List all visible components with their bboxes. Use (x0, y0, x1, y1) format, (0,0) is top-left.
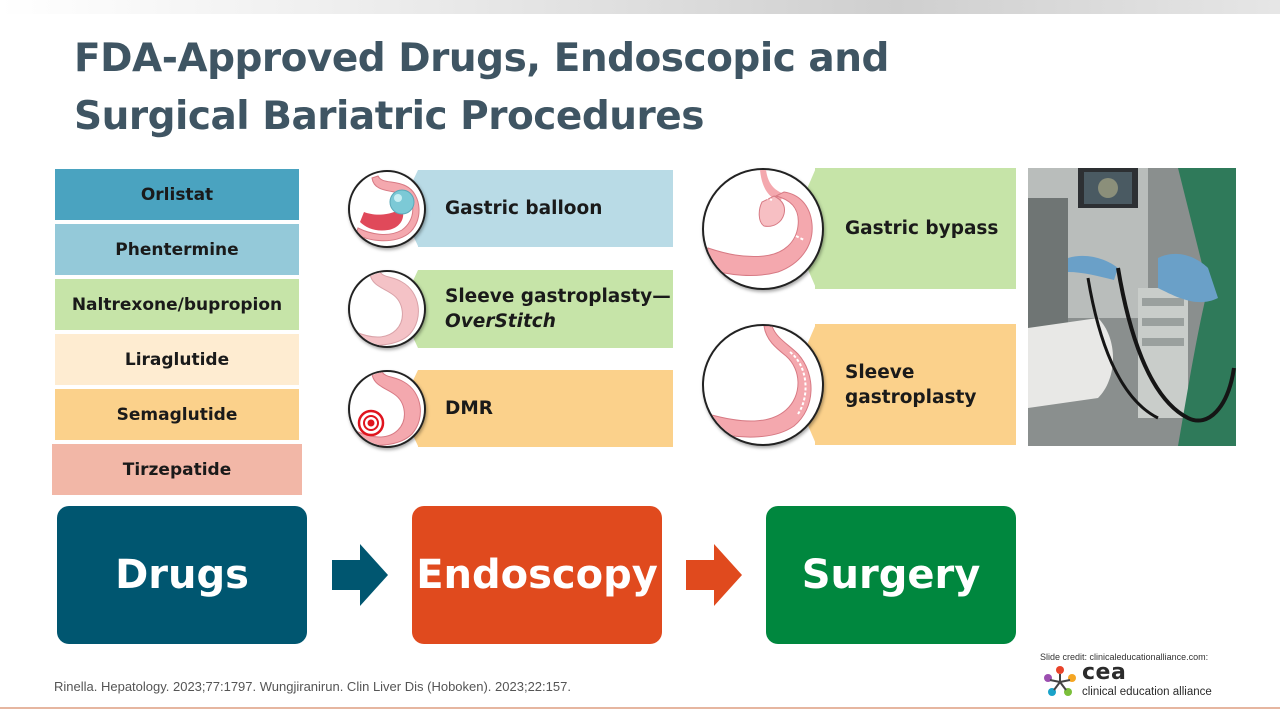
procedure-label: Sleeve gastroplasty (845, 361, 977, 408)
procedure-box: Sleeve gastroplasty— OverStitch (418, 270, 673, 348)
flow-arrow-right-icon (686, 544, 742, 606)
flow-step-surgery: Surgery (766, 506, 1016, 644)
cea-logo: cea clinical education alliance (1042, 660, 1242, 704)
gastric-bypass-icon (702, 168, 824, 290)
references: Rinella. Hepatology. 2023;77:1797. Wungj… (54, 679, 571, 694)
procedure-label: Sleeve gastroplasty— (445, 286, 671, 307)
top-gradient-bar (0, 0, 1280, 14)
dmr-icon (348, 370, 426, 448)
gastric-balloon-icon (348, 170, 426, 248)
flow-step-endoscopy: Endoscopy (412, 506, 662, 644)
drug-item-naltrexone-bupropion: Naltrexone/bupropion (54, 278, 300, 331)
procedure-box: Gastric balloon (418, 170, 673, 247)
flow-step-drugs: Drugs (57, 506, 307, 644)
logo-name: clinical education alliance (1082, 686, 1212, 698)
logo-abbreviation: cea (1082, 660, 1127, 685)
sleeve-gastroplasty-icon (702, 324, 824, 446)
cea-logo-icon (1044, 666, 1076, 696)
bottom-divider (0, 707, 1280, 709)
slide-title: FDA-Approved Drugs, Endoscopic and Surgi… (74, 36, 889, 139)
drug-item-tirzepatide: Tirzepatide (51, 443, 303, 496)
procedure-label: Gastric balloon (445, 198, 603, 219)
flow-arrow-right-icon (332, 544, 388, 606)
drug-item-semaglutide: Semaglutide (54, 388, 300, 441)
drug-item-phentermine: Phentermine (54, 223, 300, 276)
drug-item-liraglutide: Liraglutide (54, 333, 300, 386)
procedure-box: Sleeve gastroplasty (815, 324, 1016, 445)
procedure-box: DMR (418, 370, 673, 447)
endoscopy-procedure-photo (1028, 168, 1236, 446)
sleeve-gastroplasty-overstitch-icon (348, 270, 426, 348)
slide-credit: Slide credit: clinicaleducationalliance.… (1040, 652, 1209, 662)
procedure-label-italic: OverStitch (445, 311, 556, 332)
procedure-label: DMR (445, 398, 494, 419)
procedure-label: Gastric bypass (845, 218, 999, 239)
drug-item-orlistat: Orlistat (54, 168, 300, 221)
procedure-box: Gastric bypass (815, 168, 1016, 289)
